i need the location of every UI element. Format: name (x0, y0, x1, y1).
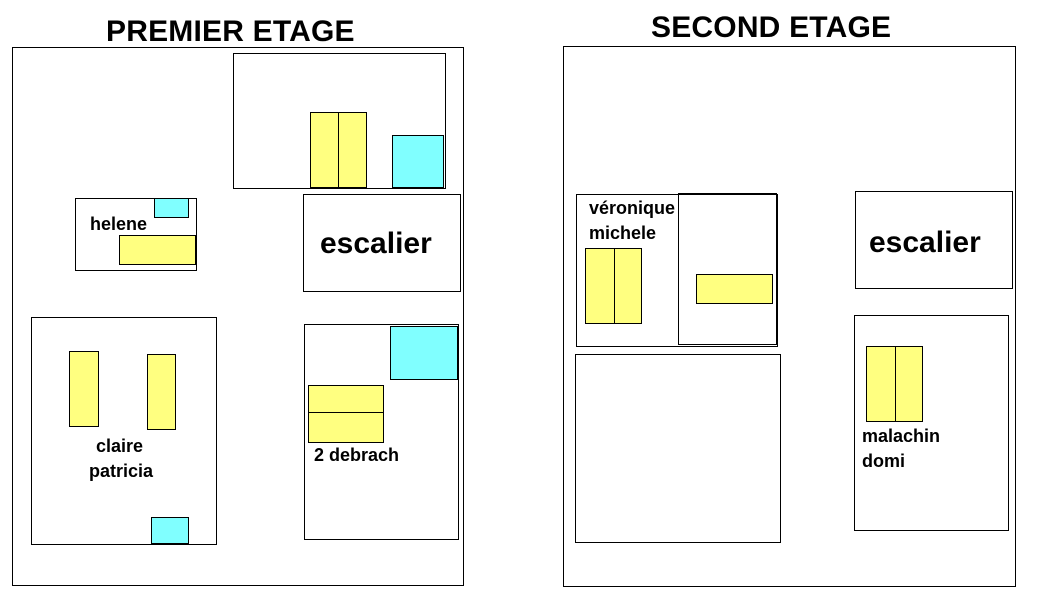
room-empty (575, 354, 781, 543)
bed (147, 354, 176, 430)
bed (696, 274, 773, 304)
room-claire-patricia (31, 317, 217, 545)
room-label-michele: michele (589, 223, 657, 243)
room-veronique-michele (576, 194, 778, 347)
room-top-right (233, 53, 446, 189)
room-label-helene: helene (90, 214, 148, 234)
floor-title-second: SECOND ETAGE (651, 11, 892, 44)
room-helene (75, 198, 197, 271)
room-debrach (304, 324, 459, 540)
room-label-domi: domi (862, 451, 905, 471)
room-label-veronique: véronique (589, 198, 676, 218)
desk (154, 198, 189, 218)
double-bed (866, 346, 923, 422)
desk (151, 517, 189, 544)
double-bed (310, 112, 367, 188)
bed (119, 235, 196, 265)
inner-room (678, 193, 777, 345)
room-malachin-domi (854, 315, 1009, 531)
stairs-label-second: escalier (869, 226, 981, 259)
double-bed (585, 248, 642, 324)
floor-plan-premier (12, 47, 464, 586)
room-label-debrach: 2 debrach (314, 445, 400, 465)
room-label-malachin: malachin (862, 426, 941, 446)
stairs-label-premier: escalier (320, 227, 432, 260)
desk (392, 135, 444, 188)
stairs-second (855, 191, 1013, 289)
floor-plan-second (563, 46, 1016, 587)
bunk-bed (308, 385, 384, 443)
floor-title-premier: PREMIER ETAGE (106, 15, 355, 48)
desk (390, 326, 458, 380)
stairs-premier (303, 194, 461, 292)
bed (69, 351, 99, 427)
room-label-patricia: patricia (89, 461, 154, 481)
room-label-claire: claire (96, 436, 144, 456)
